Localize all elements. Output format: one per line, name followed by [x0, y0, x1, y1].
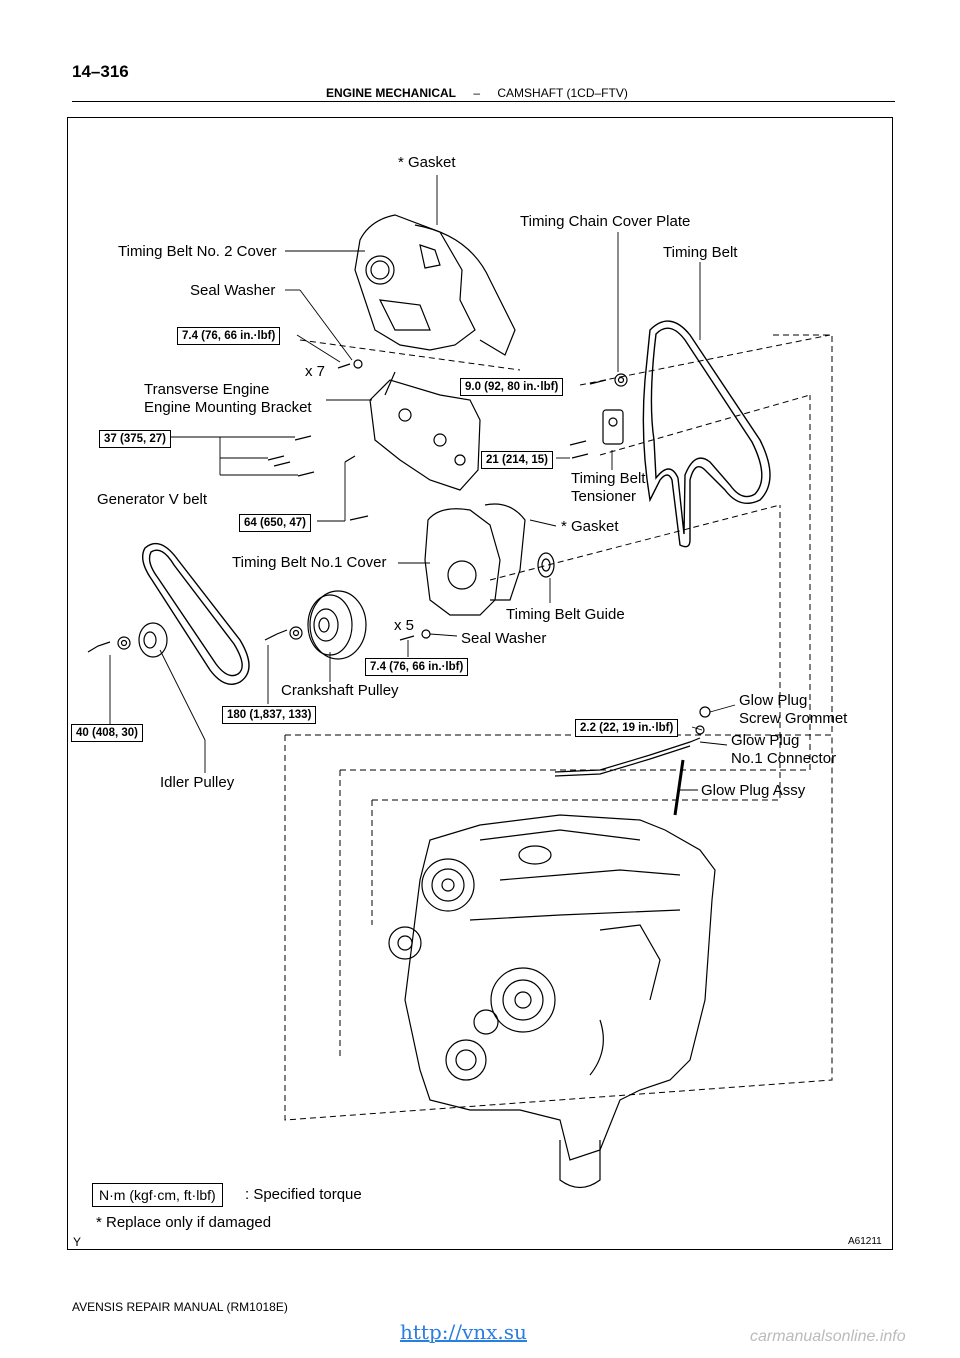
timing-belt-tensioner-label-1: Timing Belt [571, 470, 646, 487]
torque-spec-bracket-bolt: 64 (650, 47) [239, 514, 312, 532]
page-header: ENGINE MECHANICAL – CAMSHAFT (1CD–FTV) [326, 86, 628, 100]
timing-belt-no2-cover-shape [354, 214, 516, 356]
quantity-x5-label: x 5 [394, 617, 415, 634]
tensioner-shape [602, 409, 624, 445]
torque-spec-tensioner: 21 (214, 15) [481, 451, 554, 469]
header-separator: – [473, 86, 481, 100]
watermark-site: carmanualsonline.info [750, 1328, 906, 1345]
glow-plug-grommet-label-2: Screw Grommet [739, 710, 848, 727]
leader-lines [109, 175, 736, 791]
torque-spec-crankshaft: 180 (1,837, 133) [222, 706, 317, 724]
engine-mounting-bracket-label: Engine Mounting Bracket [144, 399, 312, 416]
page-number: 14–316 [72, 62, 129, 81]
header-rule [72, 101, 895, 102]
corner-mark: Y [73, 1235, 82, 1249]
timing-belt-tensioner-label-2: Tensioner [571, 488, 637, 505]
torque-spec-seal-washer: 7.4 (76, 66 in.·lbf) [177, 327, 281, 345]
gasket-mid-label: * Gasket [561, 518, 619, 535]
engine-mounting-bracket-shape [369, 371, 481, 491]
timing-belt-no1-cover-shape [424, 503, 526, 616]
figure-frame [67, 117, 893, 1250]
timing-belt-no2-cover-label: Timing Belt No. 2 Cover [118, 243, 277, 260]
seal-washer-top-label: Seal Washer [190, 282, 276, 299]
footer-manual: AVENSIS REPAIR MANUAL (RM1018E) [72, 1300, 288, 1314]
figure-id: A61211 [848, 1236, 882, 1247]
torque-spec-idler: 40 (408, 30) [71, 724, 144, 742]
watermark-link[interactable]: http://vnx.su [400, 1320, 527, 1344]
generator-v-belt-label: Generator V belt [97, 491, 208, 508]
glow-plug-assy-label: Glow Plug Assy [701, 782, 806, 799]
timing-belt-shape [642, 320, 771, 548]
torque-unit-legend-text: : Specified torque [245, 1186, 362, 1203]
replace-note: * Replace only if damaged [96, 1214, 272, 1231]
torque-unit-legend-box: N·m (kgf·cm, ft·lbf) [92, 1183, 223, 1207]
subsection-title: CAMSHAFT (1CD–FTV) [497, 86, 628, 100]
crankshaft-pulley-shape [307, 590, 367, 660]
transverse-engine-label: Transverse Engine [144, 381, 270, 398]
timing-belt-guide-shape [537, 552, 555, 578]
section-title: ENGINE MECHANICAL [326, 86, 457, 100]
timing-belt-no1-cover-label: Timing Belt No.1 Cover [232, 554, 387, 571]
timing-belt-guide-label: Timing Belt Guide [506, 606, 625, 623]
crankshaft-pulley-label: Crankshaft Pulley [281, 682, 399, 699]
glow-plug-grommet-label-1: Glow Plug [739, 692, 808, 709]
quantity-x7-label: x 7 [305, 363, 326, 380]
gasket-top-label: * Gasket [398, 154, 456, 171]
generator-v-belt-shape [142, 542, 250, 685]
idler-pulley-label: Idler Pulley [160, 774, 235, 791]
glow-plug-connector-label-2: No.1 Connector [731, 750, 837, 767]
assembly-guide-lines [284, 334, 833, 1121]
torque-spec-cover-plate: 9.0 (92, 80 in.·lbf) [460, 378, 564, 396]
torque-spec-no1-cover: 7.4 (76, 66 in.·lbf) [365, 658, 469, 676]
engine-block-shape [388, 814, 716, 1189]
timing-chain-cover-plate-label: Timing Chain Cover Plate [520, 213, 691, 230]
timing-belt-label: Timing Belt [663, 244, 738, 261]
seal-washer-mid-label: Seal Washer [461, 630, 547, 647]
glow-plug-connector-label-1: Glow Plug [731, 732, 800, 749]
idler-pulley-shape [138, 622, 168, 658]
torque-spec-glow-connector: 2.2 (22, 19 in.·lbf) [575, 719, 679, 737]
torque-spec-bracket: 37 (375, 27) [99, 430, 172, 448]
glow-plug-parts [554, 706, 711, 816]
